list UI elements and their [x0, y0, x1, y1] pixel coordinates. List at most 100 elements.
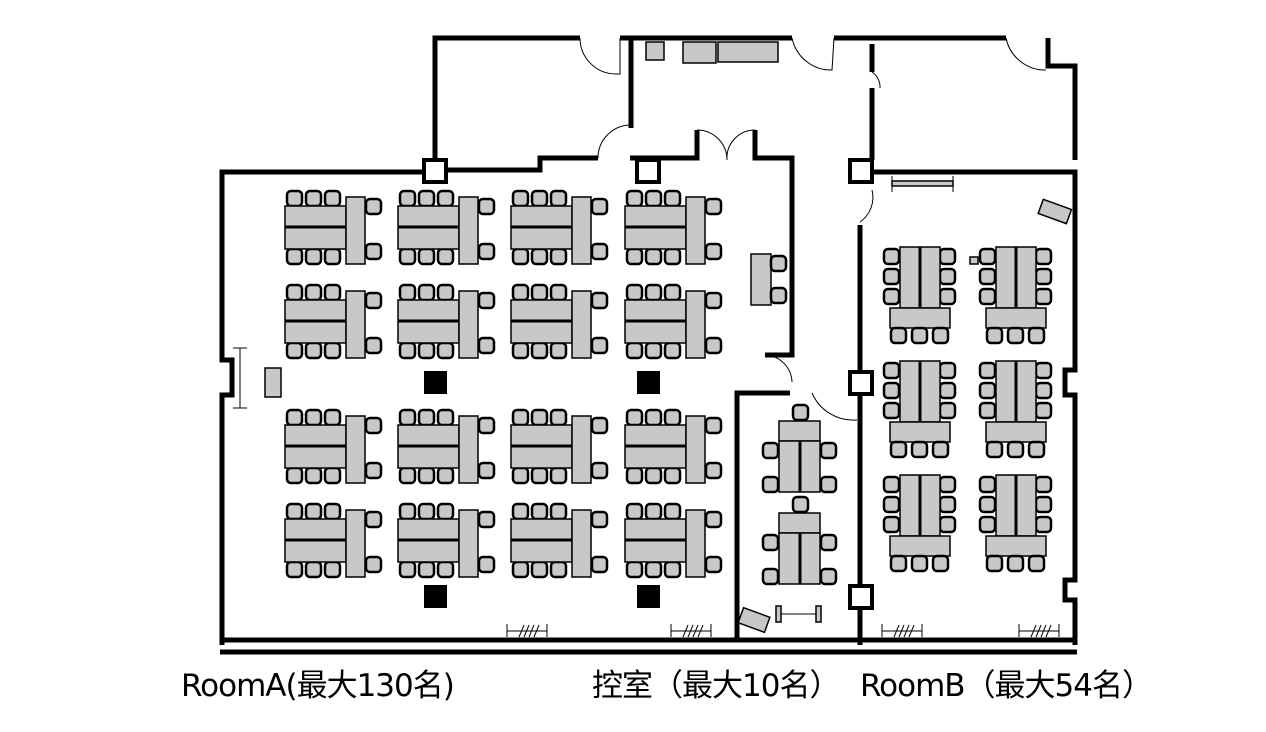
- table-cluster-room-a: [624, 283, 723, 360]
- table-cluster-room-b: [978, 474, 1053, 573]
- chair: [398, 408, 417, 427]
- chair: [978, 287, 997, 306]
- chair: [477, 555, 496, 574]
- room-a-label: RoomA(最大130名): [181, 668, 455, 704]
- table-cluster-ante-room: [761, 403, 838, 494]
- chair: [511, 466, 530, 485]
- table-cluster-room-b: [882, 246, 957, 345]
- chair: [364, 416, 383, 435]
- chair: [364, 336, 383, 355]
- chair: [625, 283, 644, 302]
- chair: [304, 466, 323, 485]
- chair: [761, 533, 780, 552]
- chair: [590, 242, 609, 261]
- chair: [511, 247, 530, 266]
- chair: [477, 416, 496, 435]
- heater-icon: [1018, 624, 1060, 638]
- chair: [364, 197, 383, 216]
- chair: [549, 247, 568, 266]
- chair: [436, 408, 455, 427]
- chair: [644, 560, 663, 579]
- chair: [704, 416, 723, 435]
- chair: [285, 189, 304, 208]
- chair: [530, 560, 549, 579]
- chair: [477, 291, 496, 310]
- coat-rack: [775, 605, 822, 623]
- chair: [417, 189, 436, 208]
- chair: [477, 336, 496, 355]
- chair: [530, 189, 549, 208]
- table: [778, 420, 821, 442]
- chair: [304, 408, 323, 427]
- chair: [761, 441, 780, 460]
- chair: [304, 247, 323, 266]
- table: [985, 535, 1047, 557]
- chair: [663, 341, 682, 360]
- table-cluster-room-a: [397, 502, 496, 579]
- chair: [978, 381, 997, 400]
- chair: [511, 283, 530, 302]
- table: [345, 196, 366, 265]
- chair: [761, 567, 780, 586]
- chair: [304, 341, 323, 360]
- chair: [477, 242, 496, 261]
- heater-icon: [670, 624, 712, 638]
- chair: [644, 408, 663, 427]
- chair: [889, 326, 908, 345]
- chair: [889, 554, 908, 573]
- table: [458, 290, 479, 359]
- chair: [985, 554, 1004, 573]
- heater-icon: [506, 624, 548, 638]
- table-cluster-room-a: [624, 189, 723, 266]
- table-cluster-room-a: [510, 283, 609, 360]
- chair: [285, 247, 304, 266]
- chair: [511, 189, 530, 208]
- chair: [644, 283, 663, 302]
- chair: [938, 267, 957, 286]
- chair: [590, 291, 609, 310]
- chair: [1034, 247, 1053, 266]
- table: [345, 415, 366, 484]
- screen-icon: [233, 347, 247, 409]
- outlet: [969, 256, 979, 265]
- table: [685, 415, 706, 484]
- chair: [978, 475, 997, 494]
- table-cluster-room-a: [510, 502, 609, 579]
- chair: [938, 495, 957, 514]
- chair: [882, 381, 901, 400]
- chair: [625, 341, 644, 360]
- chair: [625, 247, 644, 266]
- chair: [530, 341, 549, 360]
- chair: [625, 189, 644, 208]
- table: [458, 196, 479, 265]
- table: [345, 290, 366, 359]
- chair: [704, 555, 723, 574]
- chair: [436, 283, 455, 302]
- chair: [285, 502, 304, 521]
- chair: [323, 247, 342, 266]
- chair: [549, 502, 568, 521]
- chair: [644, 189, 663, 208]
- chair: [1034, 267, 1053, 286]
- chair: [285, 283, 304, 302]
- chair: [882, 247, 901, 266]
- chair: [1027, 440, 1046, 459]
- chair: [938, 475, 957, 494]
- chair: [663, 247, 682, 266]
- chair: [985, 440, 1004, 459]
- table-cluster-room-b: [882, 474, 957, 573]
- chair: [1034, 381, 1053, 400]
- chair: [704, 291, 723, 310]
- chair: [417, 283, 436, 302]
- table-cluster-room-a: [624, 502, 723, 579]
- chair: [931, 326, 950, 345]
- chair: [1034, 401, 1053, 420]
- chair: [978, 495, 997, 514]
- chair: [1034, 475, 1053, 494]
- table-cluster-room-a: [284, 408, 383, 485]
- chair: [436, 247, 455, 266]
- chair: [910, 440, 929, 459]
- table-cluster-room-a: [397, 408, 496, 485]
- table-cluster-room-a: [397, 189, 496, 266]
